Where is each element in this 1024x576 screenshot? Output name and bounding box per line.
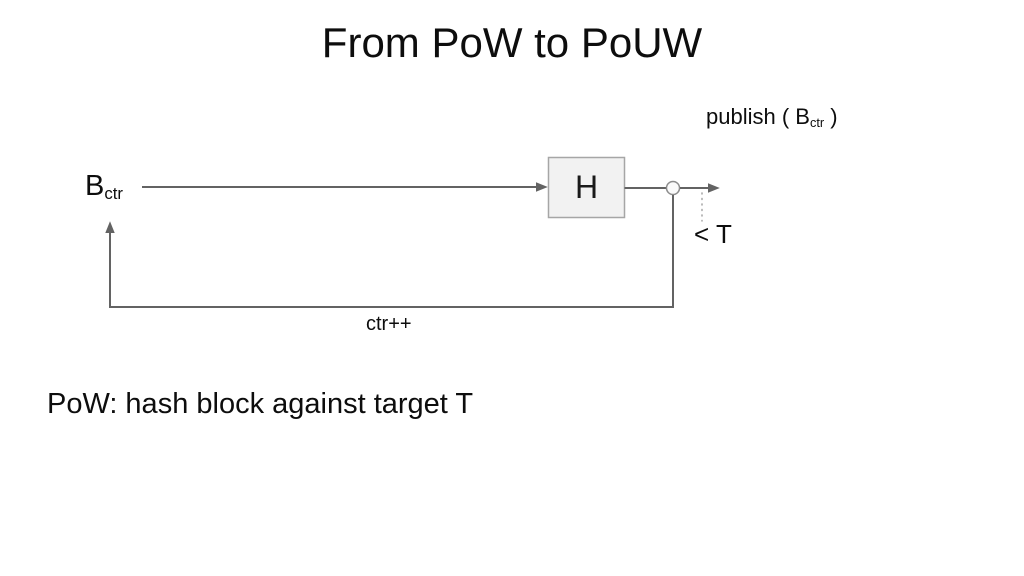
publish-label-prefix: publish ( B [706,104,810,129]
counter-increment-label: ctr++ [366,313,412,335]
block-input-label: Bctr [85,170,124,203]
publish-label-subscript: ctr [809,114,825,130]
publish-label-suffix: ) [824,104,838,129]
threshold-label: < T [694,219,732,249]
feedback-loop-arrow [105,195,674,308]
publish-label: publish ( Bctr ) [706,104,838,130]
block-input-subscript: ctr [104,183,124,203]
decision-node [665,180,681,196]
block-input-base: B [85,170,105,202]
hash-box-label: H [574,168,599,205]
slide-title: From PoW to PoUW [321,19,703,66]
slide-caption: PoW: hash block against target T [47,388,474,420]
